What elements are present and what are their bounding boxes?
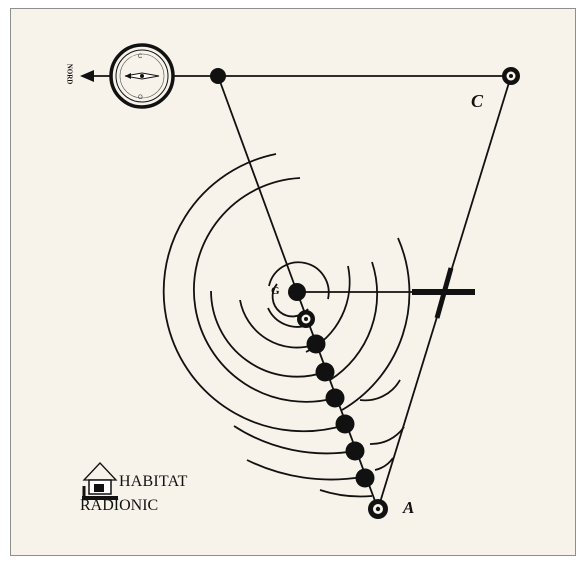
north-arrow-head (80, 70, 94, 82)
point-chain (306, 334, 375, 488)
arc-13 (319, 489, 373, 498)
compass-icon (109, 43, 175, 109)
point-top-junction (210, 68, 226, 84)
arc-1 (268, 261, 330, 300)
north-label: NORD (65, 63, 74, 85)
arc-5 (210, 290, 326, 378)
arc-right-3 (374, 457, 394, 471)
arc-10 (341, 237, 411, 411)
label-g: G (271, 285, 280, 297)
arc-right-2 (369, 426, 405, 445)
logo-text-habitat: HABITAT (119, 473, 188, 490)
logo-text-radionic: RADIONIC (80, 497, 159, 514)
arc-9 (329, 261, 379, 381)
habitat-house-icon (82, 462, 118, 500)
label-c: C (471, 91, 484, 111)
arc-4 (239, 299, 315, 349)
line-top-to-g (217, 75, 298, 293)
compass-bottom-letter: O (138, 95, 143, 101)
point-a (368, 499, 388, 519)
point-c (502, 67, 520, 85)
point-hollow-near-g (297, 310, 315, 328)
label-a: A (403, 498, 415, 517)
arc-7 (162, 153, 346, 433)
arc-right-1 (359, 379, 401, 402)
arc-6 (193, 177, 336, 403)
point-g (288, 283, 306, 301)
arc-12 (246, 459, 363, 481)
compass-top-letter: C (138, 54, 143, 60)
arc-11 (233, 425, 356, 455)
cross-vertical (434, 267, 454, 319)
